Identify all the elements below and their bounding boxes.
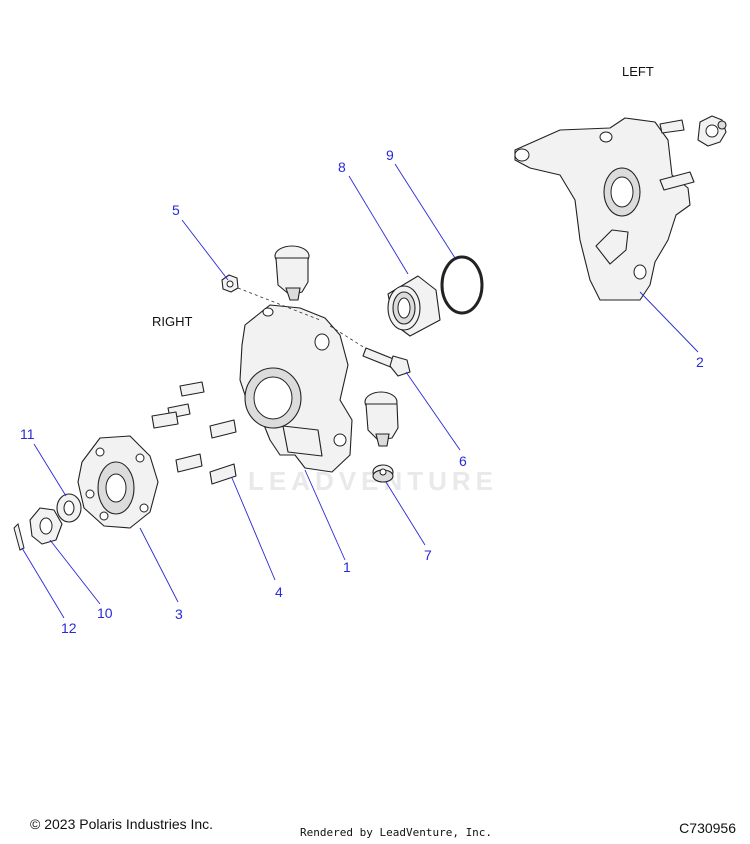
watermark-text: LEADVENTURE	[248, 466, 498, 496]
leader-4	[231, 477, 276, 581]
callout-9[interactable]: 9	[386, 147, 394, 163]
part-snap-ring[interactable]	[440, 255, 484, 315]
leader-5	[181, 219, 229, 281]
part-lower-ball-joint[interactable]	[364, 391, 399, 447]
callout-3[interactable]: 3	[175, 606, 183, 622]
copyright-text: © 2023 Polaris Industries Inc.	[30, 816, 214, 832]
part-lower-nut[interactable]	[372, 464, 394, 483]
part-wheel-bearing[interactable]	[387, 275, 441, 337]
leader-10	[49, 539, 101, 605]
part-wheel-studs[interactable]	[151, 381, 237, 485]
callout-4[interactable]: 4	[275, 584, 283, 600]
part-left-hub-nut[interactable]	[697, 115, 727, 147]
leader-3	[139, 527, 179, 603]
part-left-knuckle[interactable]	[514, 117, 695, 301]
part-right-knuckle[interactable]	[239, 304, 353, 473]
part-bolt[interactable]	[362, 347, 411, 377]
callout-8[interactable]: 8	[338, 159, 346, 175]
part-washer[interactable]	[56, 493, 82, 523]
callout-12[interactable]: 12	[61, 620, 77, 636]
callout-7[interactable]: 7	[424, 547, 432, 563]
leader-9	[394, 163, 456, 259]
label-left: LEFT	[622, 64, 654, 79]
diagram-code: C730956	[679, 820, 736, 836]
part-upper-ball-joint[interactable]	[274, 245, 310, 301]
callout-10[interactable]: 10	[97, 605, 113, 621]
callout-1[interactable]: 1	[343, 559, 351, 575]
callout-11[interactable]: 11	[20, 426, 35, 442]
part-wheel-hub[interactable]	[77, 435, 159, 529]
label-right: RIGHT	[152, 314, 193, 329]
part-upper-nut[interactable]	[221, 274, 239, 293]
callout-5[interactable]: 5	[172, 202, 180, 218]
leader-6	[405, 371, 461, 451]
callout-2[interactable]: 2	[696, 354, 704, 370]
callout-6[interactable]: 6	[459, 453, 467, 469]
leader-11	[33, 443, 67, 497]
leader-8	[348, 175, 409, 275]
alignment-line-upper	[237, 287, 321, 321]
leader-7	[385, 481, 426, 546]
rendered-by-text: Rendered by LeadVenture, Inc.	[300, 826, 493, 839]
part-cotter-pin[interactable]	[13, 523, 25, 551]
part-castle-nut[interactable]	[29, 507, 63, 545]
leader-2	[639, 291, 699, 353]
leader-12	[21, 547, 65, 619]
alignment-line-bolt	[329, 325, 366, 349]
leader-1	[304, 469, 346, 561]
